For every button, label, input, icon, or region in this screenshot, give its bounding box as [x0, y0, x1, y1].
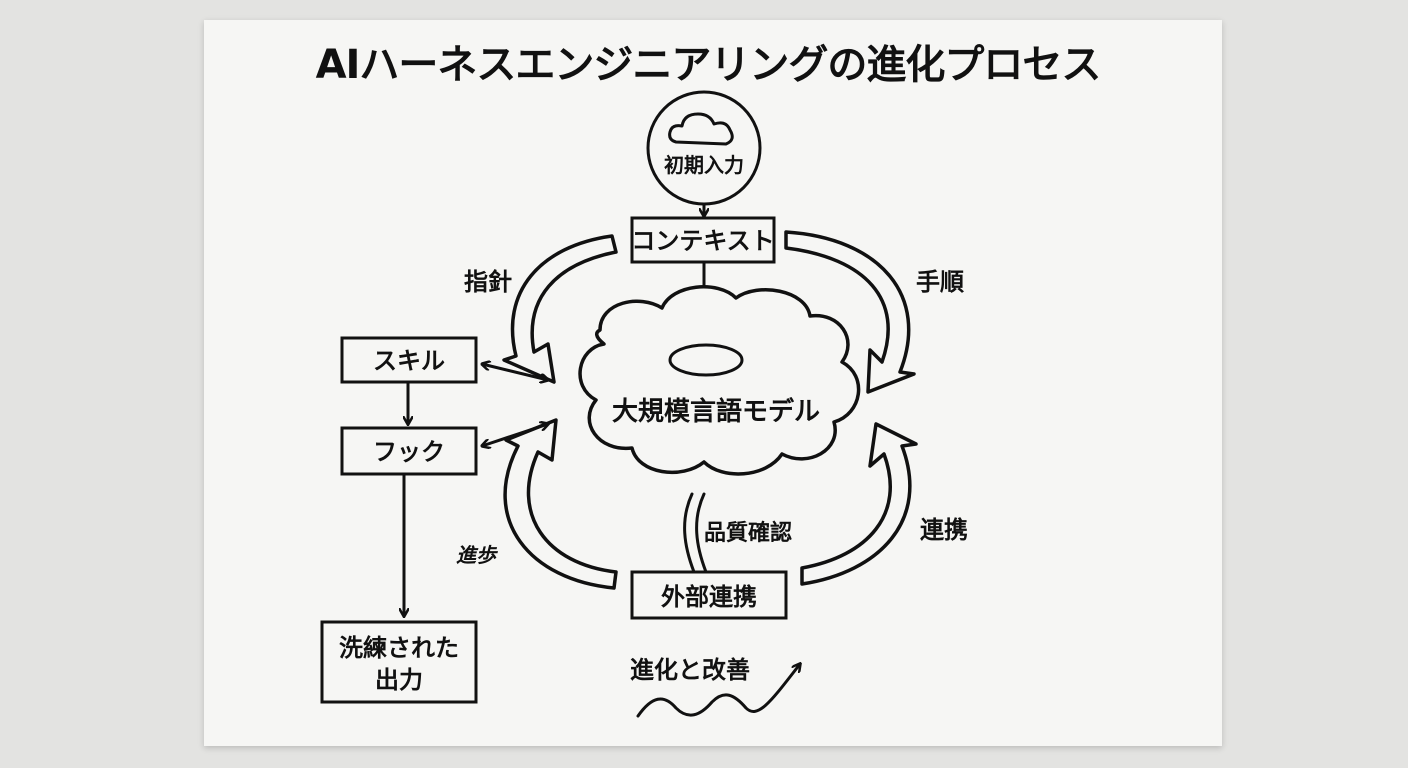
- cloud-icon: [668, 112, 734, 146]
- integration-label: 連携: [920, 516, 968, 544]
- llm-label: 大規模言語モデル: [612, 396, 820, 427]
- refined-output-node: 洗練された 出力: [320, 620, 478, 704]
- skill-label: スキル: [373, 347, 445, 375]
- refined-output-line1: 洗練された: [339, 634, 459, 662]
- quality-check-label: 品質確認: [704, 520, 792, 546]
- diagram-title: AIハーネスエンジニアリングの進化プロセス: [316, 42, 1101, 88]
- external-integration-label: 外部連携: [661, 583, 757, 611]
- evolution-label: 進化と改善: [630, 656, 750, 684]
- initial-input-node: 初期入力: [646, 90, 762, 206]
- context-label: コンテキスト: [631, 227, 774, 255]
- refined-output-line2: 出力: [375, 666, 423, 694]
- context-node: コンテキスト: [630, 216, 776, 264]
- initial-input-label: 初期入力: [664, 153, 744, 177]
- arrow-skill-llm: [482, 364, 548, 380]
- procedure-label: 手順: [916, 268, 965, 296]
- hook-node: フック: [340, 426, 478, 476]
- progress-scribble-label: 進歩: [456, 543, 499, 567]
- left-lower-band-arrow: [503, 418, 618, 590]
- arrow-hook-llm: [482, 424, 548, 446]
- llm-core-ellipse: [668, 343, 744, 377]
- quality-check-connector: [683, 492, 708, 574]
- llm-node: 大規模言語モデル: [578, 285, 861, 476]
- rising-squiggle-arrow: [636, 664, 800, 718]
- skill-node: スキル: [340, 336, 478, 384]
- right-lower-band-arrow: [800, 422, 918, 586]
- procedure-band-arrow: [784, 230, 916, 394]
- hook-label: フック: [373, 438, 445, 466]
- guideline-label: 指針: [464, 268, 512, 296]
- external-integration-node: 外部連携: [630, 570, 788, 620]
